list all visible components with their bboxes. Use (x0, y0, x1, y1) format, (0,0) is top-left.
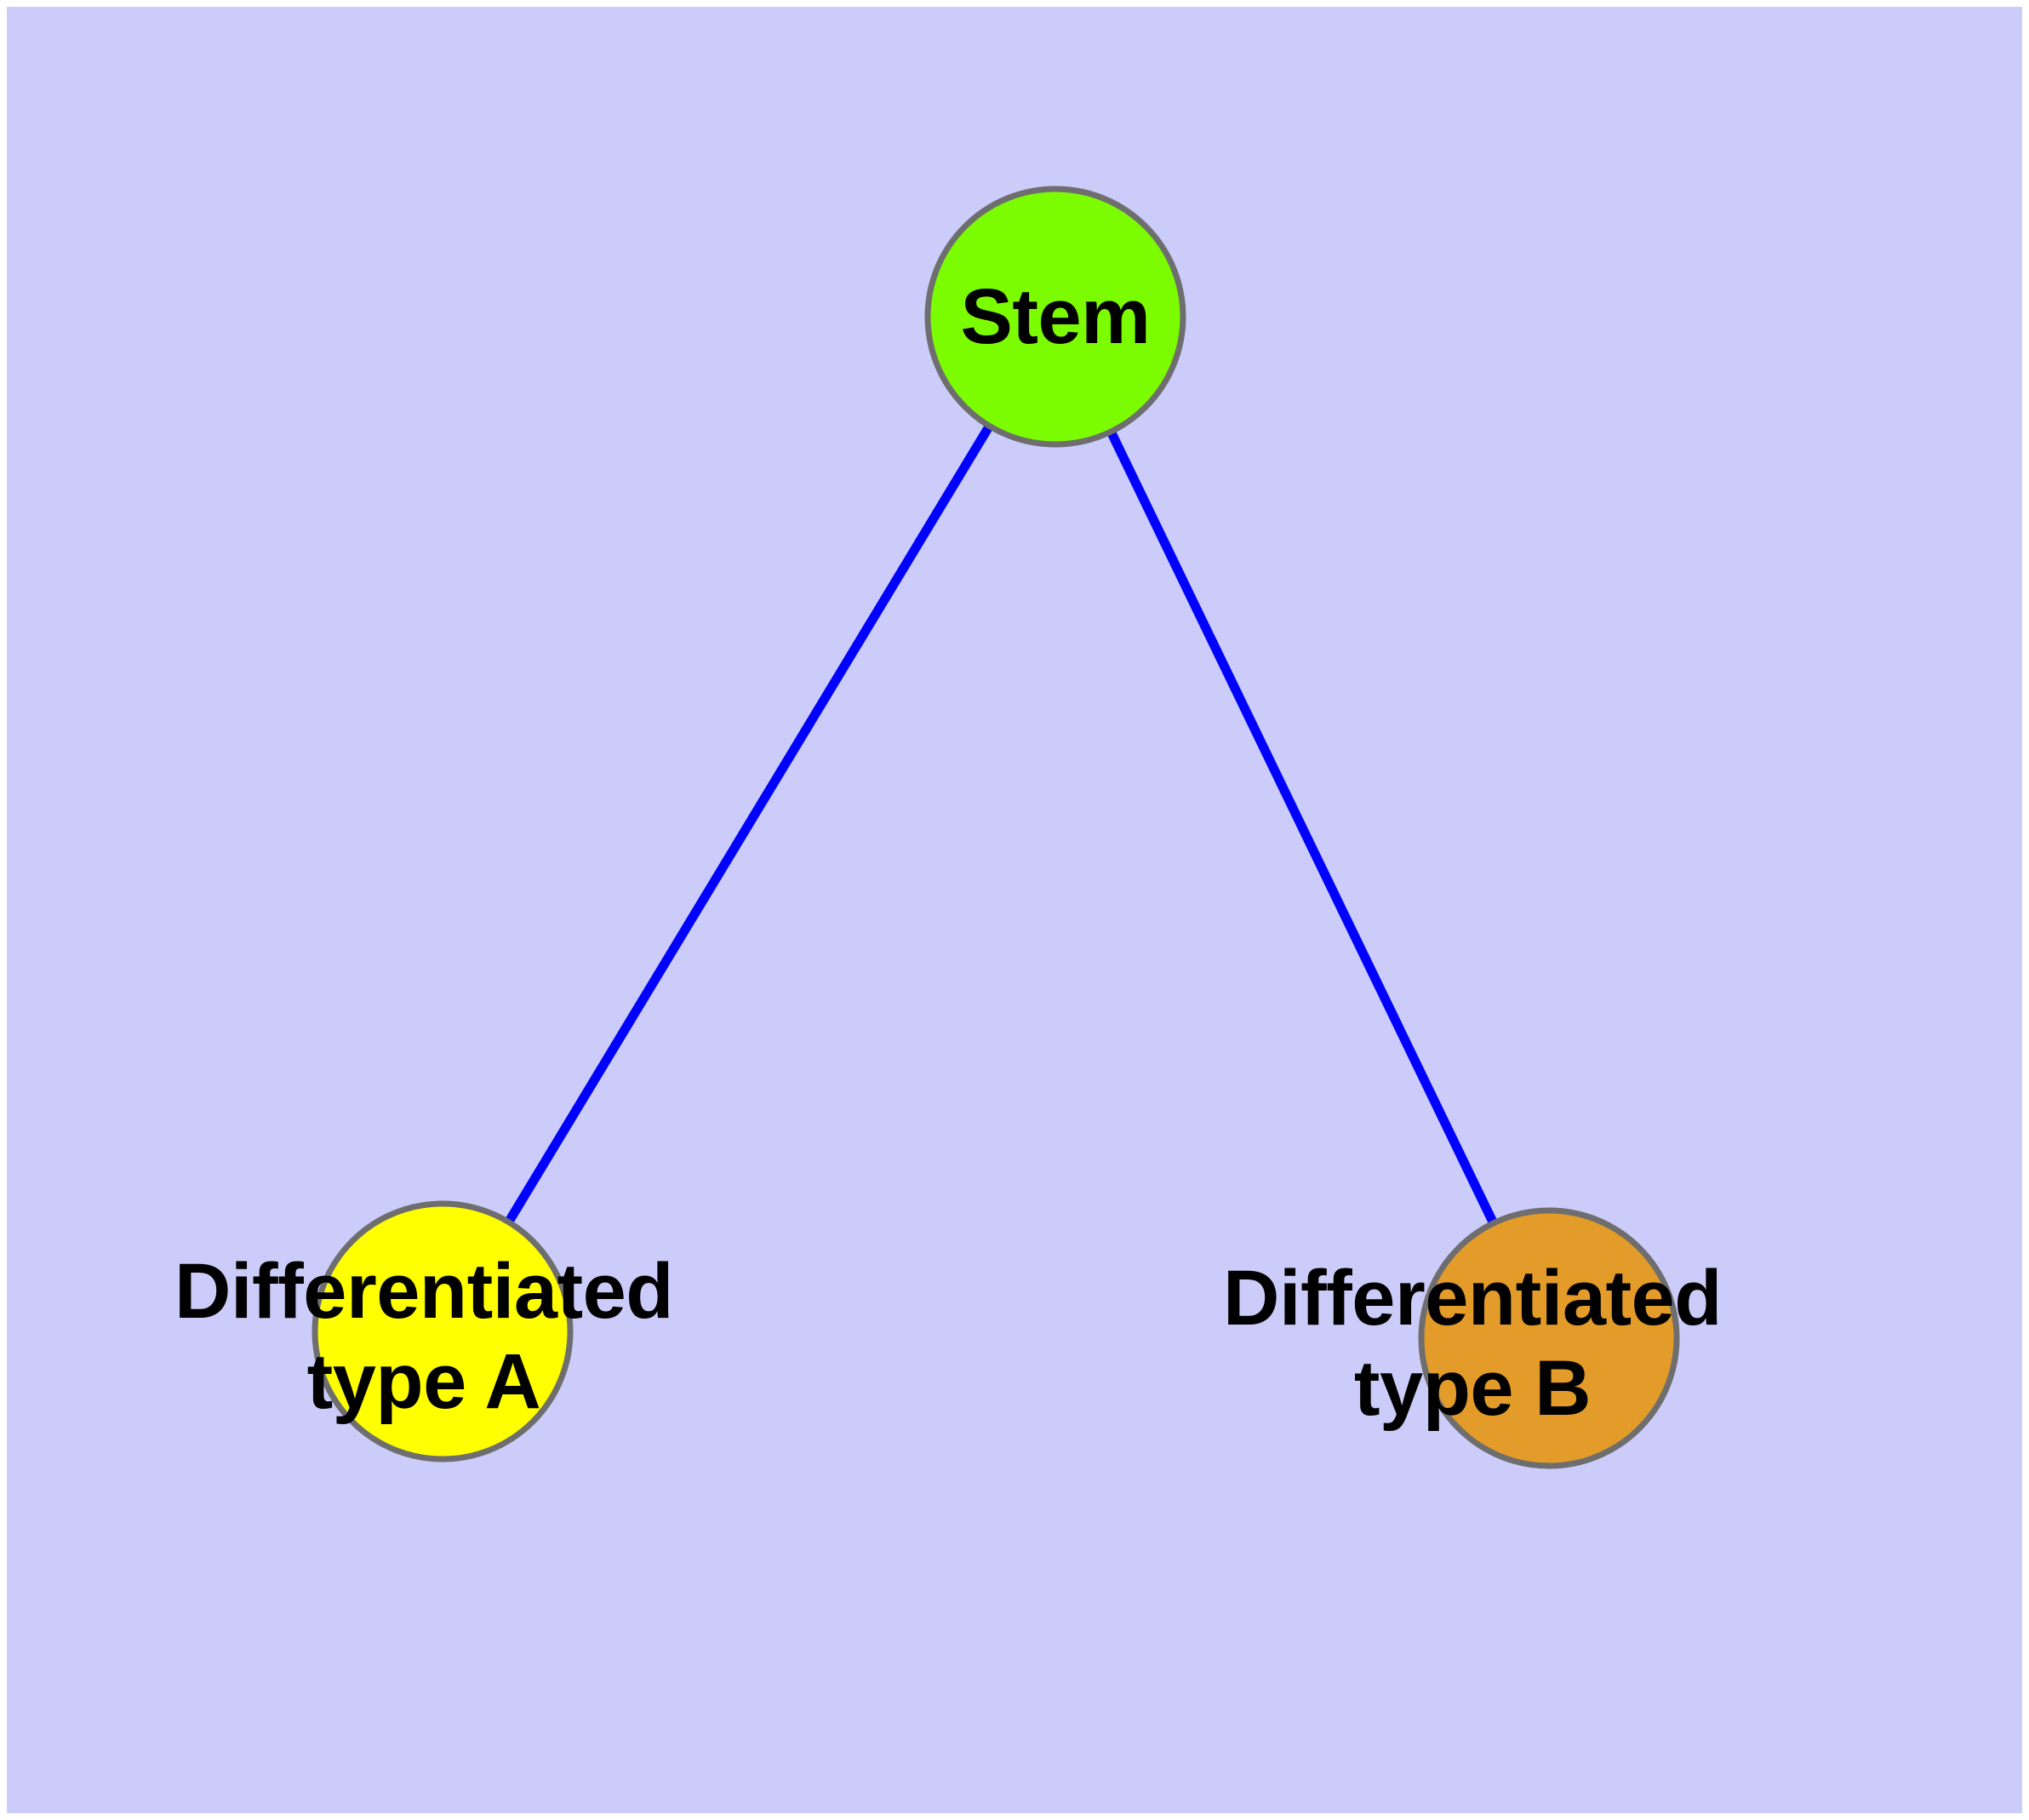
node-differentiated-type-a[interactable] (311, 1200, 574, 1462)
node-differentiated-type-b[interactable] (1418, 1207, 1680, 1469)
edge-stem-to-type-a[interactable] (438, 314, 1060, 1334)
edges-group (438, 314, 1553, 1341)
nodes-group (311, 186, 1680, 1469)
edge-stem-to-type-b[interactable] (1051, 314, 1553, 1341)
node-stem[interactable] (924, 186, 1186, 448)
